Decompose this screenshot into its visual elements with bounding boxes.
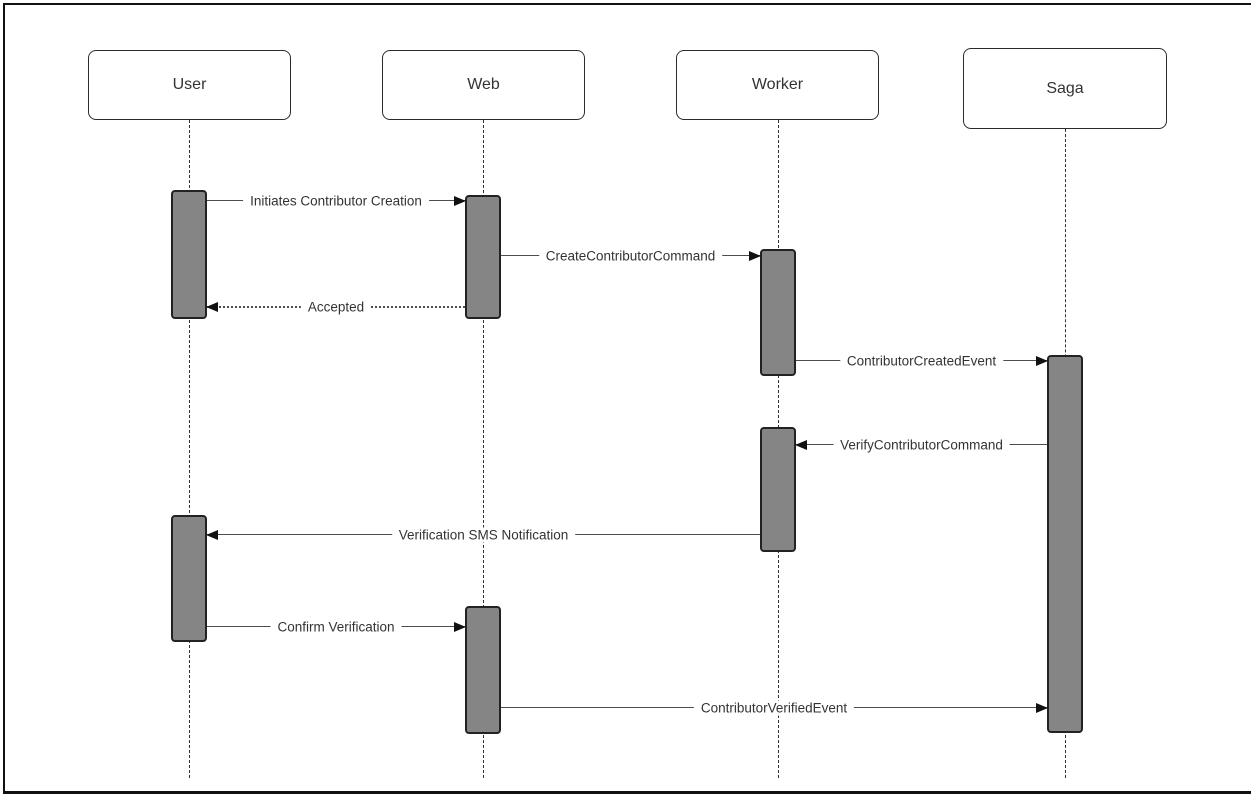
message-label: ContributorCreatedEvent (839, 353, 1004, 369)
arrow-left-icon (206, 530, 218, 540)
activation-saga-1 (1047, 355, 1083, 733)
message-contributor-verified-event: ContributorVerifiedEvent (501, 696, 1048, 720)
arrow-right-icon (454, 196, 466, 206)
activation-user-2 (171, 515, 207, 642)
arrow-right-icon (1036, 703, 1048, 713)
actor-saga-label: Saga (1046, 79, 1084, 97)
activation-user-1 (171, 190, 207, 319)
message-verification-sms-notification: Verification SMS Notification (206, 523, 760, 547)
message-label: VerifyContributorCommand (833, 437, 1010, 453)
actor-user: User (88, 50, 291, 120)
arrow-right-icon (1036, 356, 1048, 366)
message-label: Initiates Contributor Creation (243, 193, 429, 209)
arrow-left-icon (795, 440, 807, 450)
lifeline-user (189, 120, 190, 778)
message-verify-contributor-command: VerifyContributorCommand (795, 433, 1047, 457)
activation-web-1 (465, 195, 501, 319)
actor-user-label: User (172, 76, 207, 93)
activation-web-2 (465, 606, 501, 734)
message-label: ContributorVerifiedEvent (693, 700, 855, 716)
message-label: Confirm Verification (270, 619, 402, 635)
actor-web-label: Web (467, 76, 500, 93)
actor-worker-label: Worker (751, 76, 804, 93)
activation-worker-1 (760, 249, 796, 376)
message-label: Verification SMS Notification (391, 527, 576, 543)
arrow-right-icon (454, 622, 466, 632)
actor-worker: Worker (676, 50, 879, 120)
message-label: CreateContributorCommand (538, 248, 723, 264)
message-contributor-created-event: ContributorCreatedEvent (796, 349, 1048, 373)
message-initiates-contributor-creation: Initiates Contributor Creation (207, 189, 466, 213)
arrow-left-icon (206, 302, 218, 312)
message-confirm-verification: Confirm Verification (207, 615, 466, 639)
activation-worker-2 (760, 427, 796, 552)
lifeline-web (483, 120, 484, 778)
arrow-right-icon (749, 251, 761, 261)
actor-saga: Saga (963, 48, 1167, 129)
message-accepted: Accepted (206, 295, 465, 319)
message-label: Accepted (300, 299, 372, 315)
message-create-contributor-command: CreateContributorCommand (501, 244, 761, 268)
actor-web: Web (382, 50, 585, 120)
